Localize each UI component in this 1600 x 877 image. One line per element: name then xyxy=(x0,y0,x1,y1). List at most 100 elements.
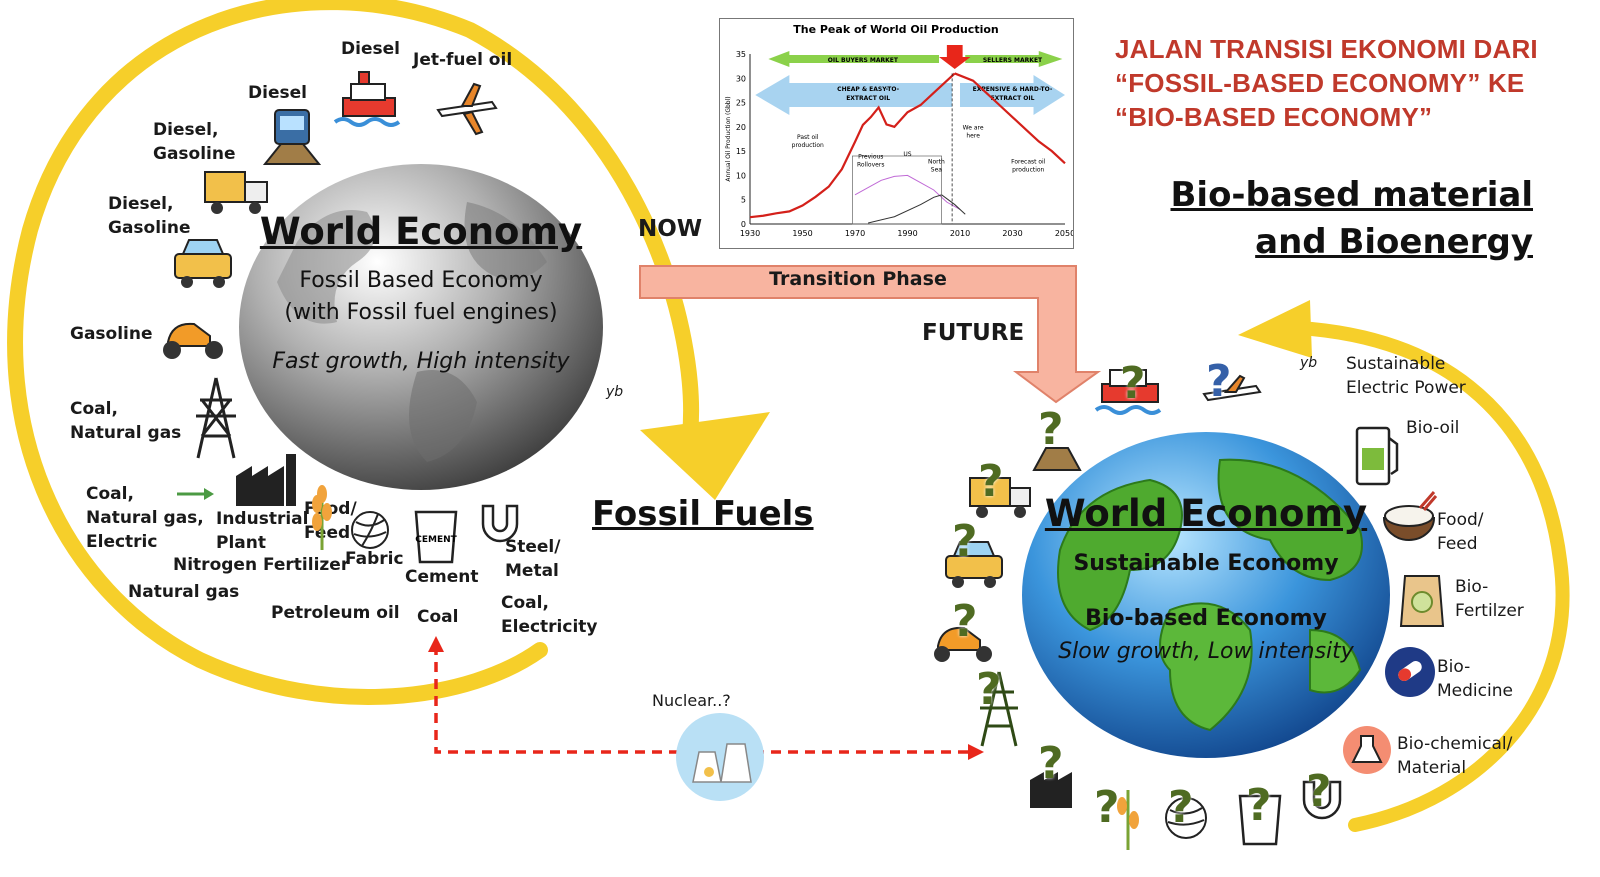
x-tick-label: 1950 xyxy=(792,229,812,238)
question-train: ? xyxy=(1038,404,1064,455)
yarn-icon xyxy=(351,511,389,549)
cement-bag-text: CEMENT xyxy=(415,535,457,545)
cement-question-icon xyxy=(1238,794,1282,846)
power-tower-icon xyxy=(196,377,236,459)
label-diesel-ship: Diesel xyxy=(341,39,400,59)
label-diesel-gasoline-truck: Diesel, Gasoline xyxy=(153,120,236,164)
yb-left: yb xyxy=(606,384,624,400)
question-ship: ? xyxy=(1120,358,1146,409)
factory-question-icon xyxy=(1030,772,1072,808)
nuclear-plant-icon xyxy=(676,713,764,801)
label-coal: Coal xyxy=(417,607,459,627)
question-factory: ? xyxy=(1038,738,1064,789)
label-nuclear: Nuclear..? xyxy=(652,691,731,710)
y-tick-label: 25 xyxy=(736,99,746,108)
x-tick-label: 2010 xyxy=(950,229,970,238)
y-axis-label: Annual Oil Production (Gbbl) xyxy=(725,96,732,181)
label-coal-electricity: Coal, Electricity xyxy=(501,593,598,637)
question-yarn: ? xyxy=(1168,782,1194,833)
transition-arrow xyxy=(639,265,1102,404)
label-sustainable-power: Sustainable Electric Power xyxy=(1346,354,1466,398)
label-jetfuel: Jet-fuel oil xyxy=(413,50,513,70)
truck-icon xyxy=(204,171,268,214)
label-steel: Steel/ Metal xyxy=(505,537,561,581)
cheap-oil-label: CHEAP & EASY-TO- xyxy=(837,86,899,93)
train-question-icon xyxy=(1032,447,1082,471)
chart-annotation: We are xyxy=(963,124,984,131)
wheat-question-icon xyxy=(1117,790,1139,850)
question-scooter: ? xyxy=(952,596,978,647)
transition-label: Transition Phase xyxy=(769,268,947,290)
fossil-fuels-title: Fossil Fuels xyxy=(592,494,814,534)
label-petroleum: Petroleum oil xyxy=(271,603,400,623)
y-tick-label: 10 xyxy=(736,171,746,180)
main-title: JALAN TRANSISI EKONOMI DARI “FOSSIL-BASE… xyxy=(1115,34,1538,132)
right-cycle-arrow xyxy=(1293,321,1570,832)
series-line-3 xyxy=(868,194,966,224)
now-label: NOW xyxy=(638,216,703,242)
x-tick-label: 1930 xyxy=(740,229,760,238)
green-arrowhead xyxy=(204,488,214,500)
future-label: FUTURE xyxy=(922,320,1025,346)
label-bio-medicine: Bio- Medicine xyxy=(1437,657,1513,701)
right-globe-line1: Sustainable Economy xyxy=(1073,551,1339,576)
label-cement: Cement xyxy=(405,567,479,587)
medicine-icon xyxy=(1385,647,1435,697)
x-tick-label: 1970 xyxy=(845,229,865,238)
question-truck: ? xyxy=(978,456,1004,507)
power-tower-question-icon xyxy=(980,671,1018,747)
label-nitrogen: Nitrogen Fertilizer xyxy=(173,555,350,575)
y-tick-label: 35 xyxy=(736,50,746,59)
left-cycle-arrow xyxy=(7,0,699,705)
chart-annotation: US xyxy=(903,151,911,158)
chart-annotation: production xyxy=(1012,166,1044,173)
label-fabric: Fabric xyxy=(345,549,404,569)
question-taxi: ? xyxy=(952,516,978,567)
ship-icon xyxy=(333,71,401,127)
chart-annotation: Sea xyxy=(931,166,943,173)
buyers-market-arrow xyxy=(768,51,939,67)
y-tick-label: 5 xyxy=(741,196,746,205)
left-globe-line1: Fossil Based Economy xyxy=(299,268,543,293)
expensive-oil-label: EXTRACT OIL xyxy=(991,95,1035,102)
expensive-oil-arrow xyxy=(960,75,1065,115)
question-wheat: ? xyxy=(1094,782,1120,833)
cement-bag-icon: CEMENT xyxy=(414,510,458,564)
right-globe-line3: Slow growth, Low intensity xyxy=(1058,639,1354,664)
label-food-feed-right: Food/ Feed xyxy=(1437,510,1484,554)
label-bio-oil: Bio-oil xyxy=(1406,418,1460,438)
inset-box xyxy=(852,155,942,225)
question-tower: ? xyxy=(976,664,1002,715)
scooter-icon xyxy=(163,322,223,359)
yb-right: yb xyxy=(1300,355,1318,371)
right-globe-line2: Bio-based Economy xyxy=(1085,606,1327,631)
chart-annotation: Rollovers xyxy=(857,161,884,168)
y-tick-label: 15 xyxy=(736,147,746,156)
left-globe-line3: Fast growth, High intensity xyxy=(272,349,570,374)
fertilizer-sack-icon xyxy=(1399,575,1445,627)
magnet-question-icon xyxy=(1302,780,1342,820)
flask-icon xyxy=(1343,726,1391,774)
scooter-question-icon xyxy=(934,626,992,662)
chart-annotation: here xyxy=(966,132,980,139)
chart-annotation: Forecast oil xyxy=(1011,158,1046,165)
label-natural-gas: Natural gas xyxy=(128,582,240,602)
question-magnet: ? xyxy=(1306,766,1332,817)
y-tick-label: 0 xyxy=(741,220,746,229)
expensive-oil-label: EXPENSIVE & HARD-TO- xyxy=(973,86,1053,93)
right-cycle-arrowhead xyxy=(1238,300,1312,358)
factory-icon xyxy=(236,454,296,506)
label-gasoline: Gasoline xyxy=(70,324,153,344)
label-bio-chemical: Bio-chemical/ Material xyxy=(1397,734,1513,778)
fuel-pump-icon xyxy=(1355,426,1399,486)
cheap-oil-label: EXTRACT OIL xyxy=(846,95,890,102)
chart-annotation: Past oil xyxy=(797,134,819,141)
rice-bowl-icon xyxy=(1382,491,1438,541)
label-bio-fertilizer: Bio- Fertilzer xyxy=(1455,577,1524,621)
yarn-question-icon xyxy=(1165,797,1207,839)
label-industrial-plant: Industrial Plant xyxy=(216,509,309,553)
nuclear-dashed-line xyxy=(434,645,975,754)
question-airplane: ? xyxy=(1206,356,1232,407)
x-tick-label: 2030 xyxy=(1002,229,1022,238)
